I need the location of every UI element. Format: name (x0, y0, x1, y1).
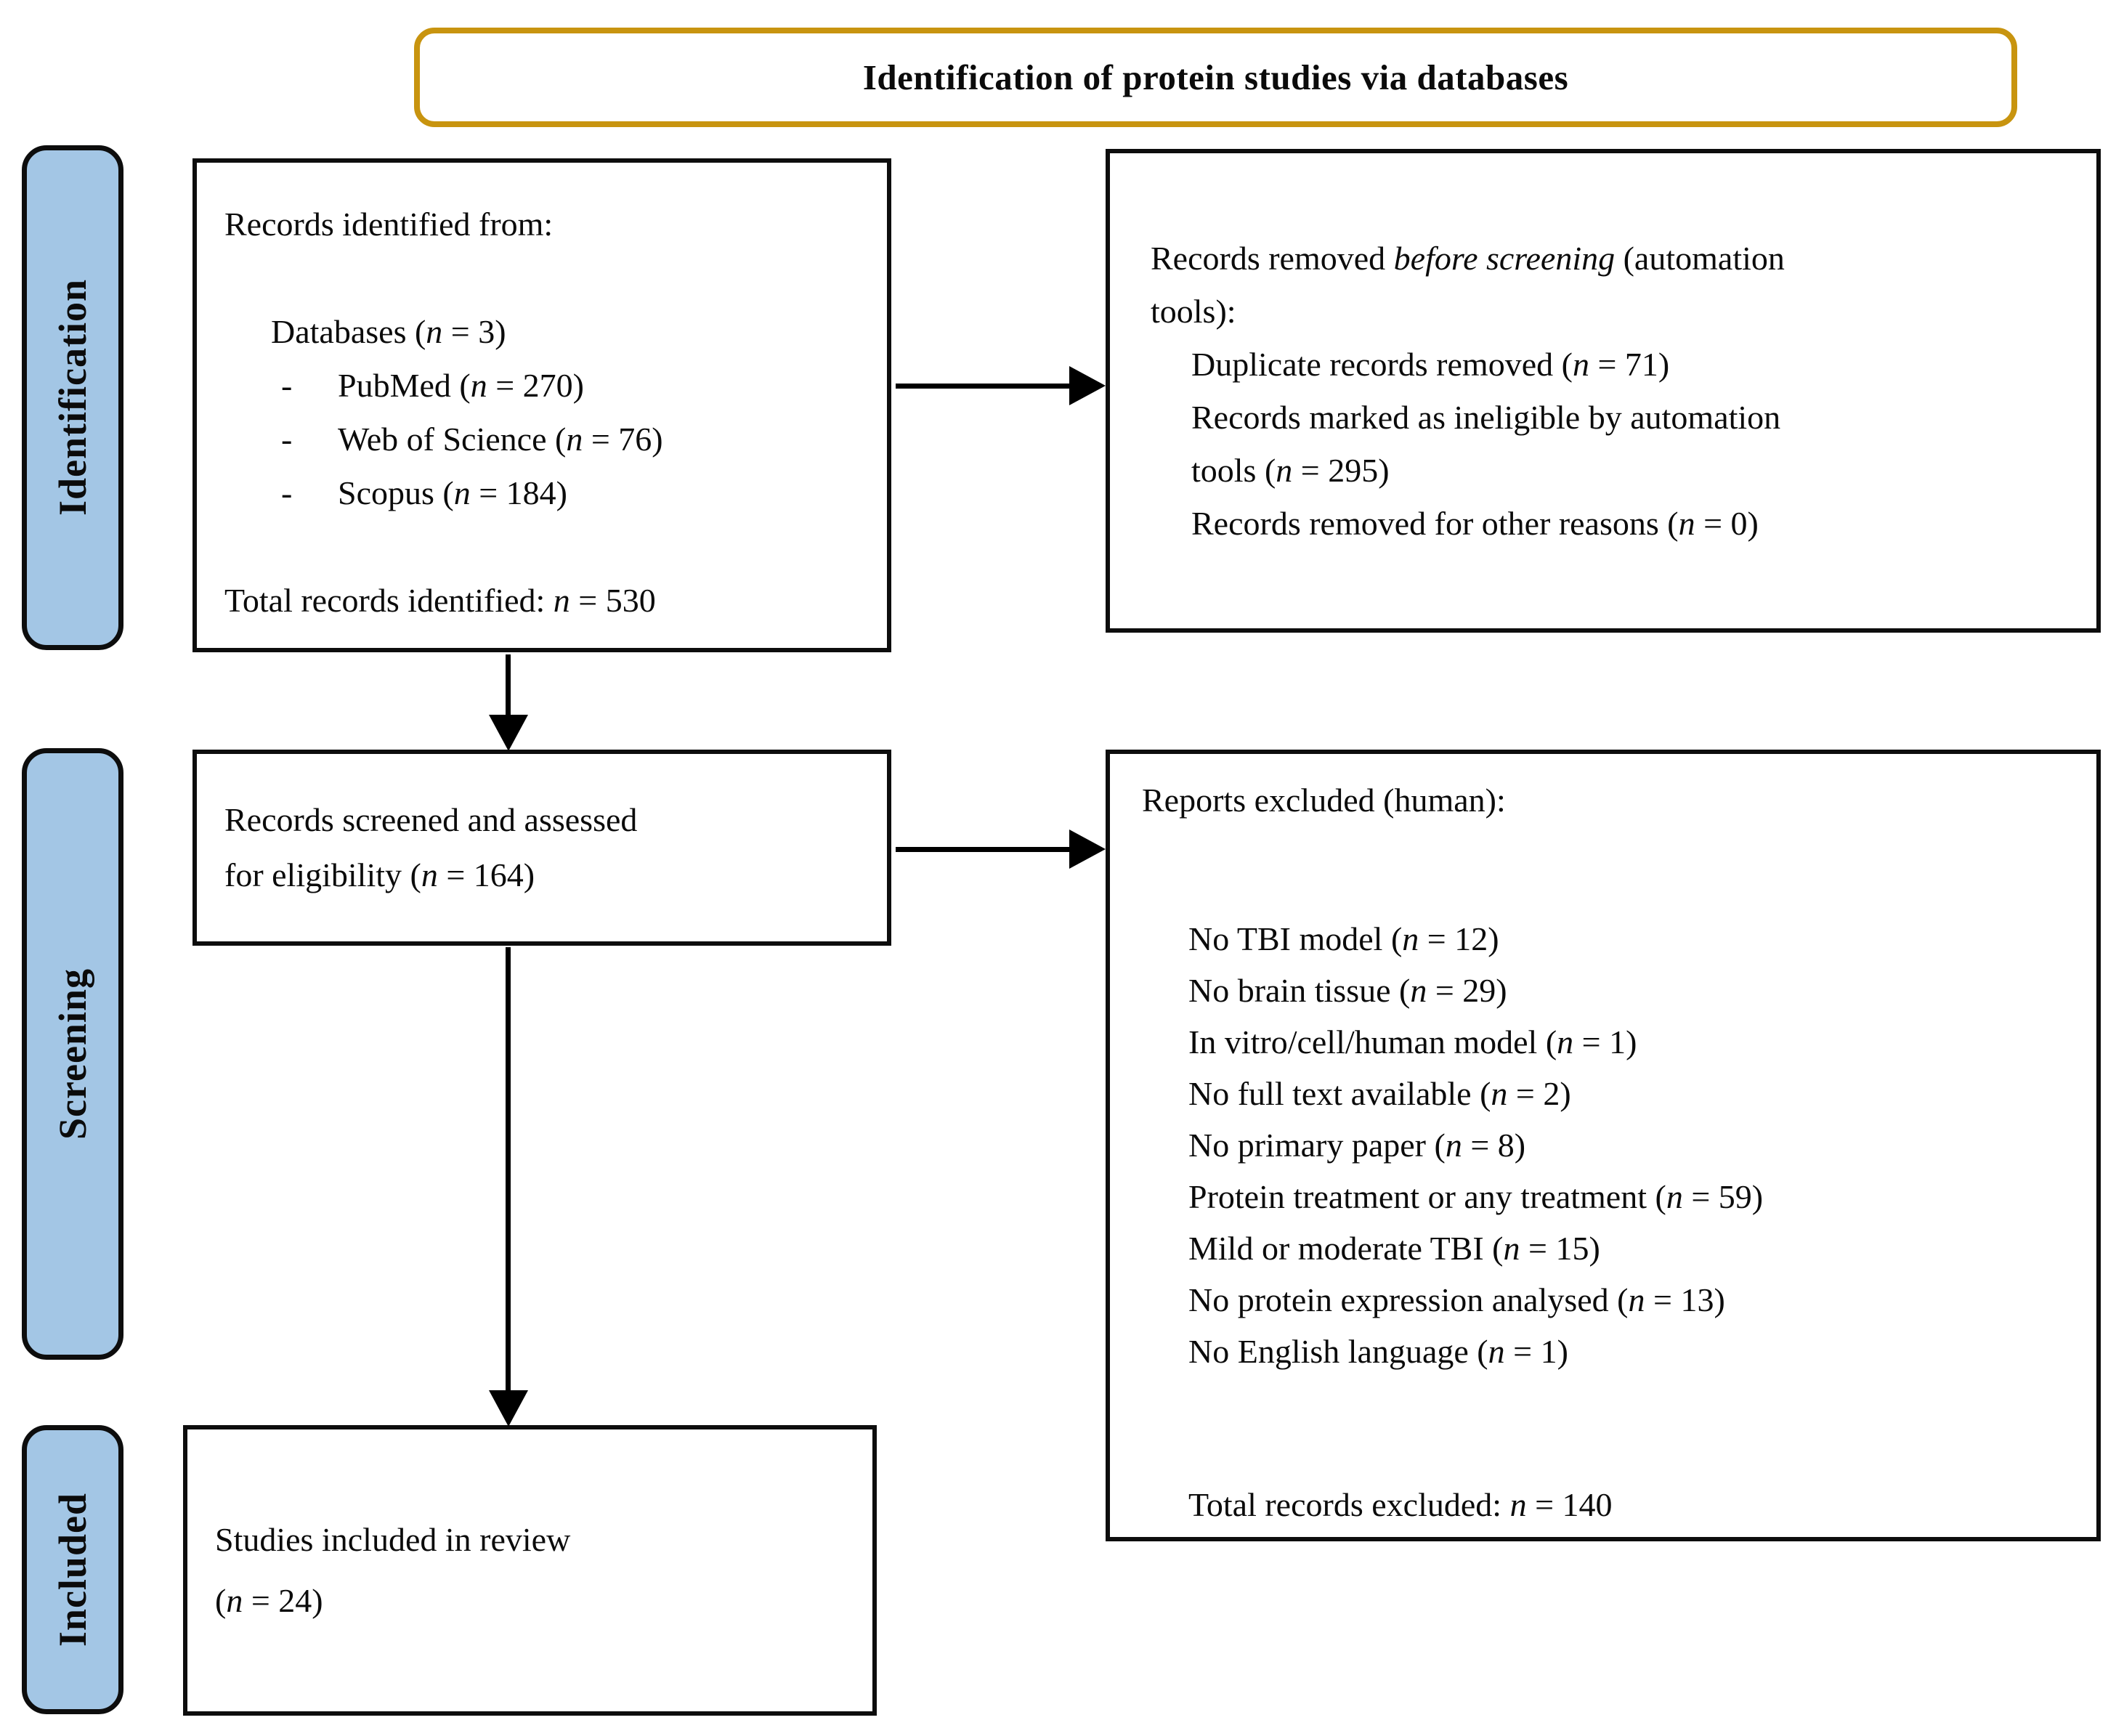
box-studies-included: Studies included in review (n = 24) (183, 1425, 877, 1716)
excluded-no-tbi-model: No TBI model (n = 12) (1188, 920, 1499, 957)
records-removed-heading-line2: tools): (1151, 293, 1236, 330)
removed-ineligible-line1: Records marked as ineligible by automati… (1191, 399, 1781, 436)
studies-included-line1: Studies included in review (215, 1521, 571, 1558)
bullet-dash: - (281, 474, 293, 511)
database-pubmed: PubMed (n = 270) (338, 367, 584, 404)
box-reports-excluded: Reports excluded (human): No TBI model (… (1106, 750, 2101, 1541)
database-item: - Scopus (n = 184) (281, 466, 865, 520)
arrow-identified-to-screened-head (489, 715, 528, 751)
bullet-dash: - (281, 367, 293, 404)
stage-screening-label: Screening (51, 968, 94, 1140)
removed-duplicates: Duplicate records removed (n = 71) (1191, 346, 1670, 383)
arrow-screened-to-excluded-head (1069, 830, 1106, 869)
database-item: - Web of Science (n = 76) (281, 413, 865, 466)
studies-included-line2: (n = 24) (215, 1582, 323, 1619)
box-records-identified: Records identified from: Databases (n = … (192, 158, 891, 652)
excluded-no-english: No English language (n = 1) (1188, 1333, 1568, 1370)
excluded-protein-treatment: Protein treatment or any treatment (n = … (1188, 1178, 1764, 1215)
arrow-screened-to-included-shaft (506, 947, 511, 1393)
databases-line: Databases (n = 3) (271, 313, 506, 350)
stage-screening: Screening (22, 748, 123, 1360)
box-records-screened: Records screened and assessed for eligib… (192, 750, 891, 946)
excluded-mild-moderate-tbi: Mild or moderate TBI (n = 15) (1188, 1230, 1600, 1267)
stage-included: Included (22, 1425, 123, 1714)
stage-included-label: Included (51, 1492, 94, 1647)
excluded-no-protein-expression: No protein expression analysed (n = 13) (1188, 1281, 1725, 1318)
box-records-removed: Records removed before screening (automa… (1106, 149, 2101, 633)
records-screened-line1: Records screened and assessed (224, 801, 638, 838)
records-screened-line2: for eligibility (n = 164) (224, 856, 535, 893)
bullet-dash: - (281, 421, 293, 458)
stage-identification: Identification (22, 145, 123, 650)
banner: Identification of protein studies via da… (414, 28, 2017, 127)
excluded-in-vitro: In vitro/cell/human model (n = 1) (1188, 1023, 1637, 1060)
reports-excluded-heading: Reports excluded (human): (1142, 782, 1506, 819)
removed-ineligible-line2: tools (n = 295) (1191, 452, 1390, 489)
records-removed-heading-line1: Records removed before screening (automa… (1151, 240, 1785, 277)
excluded-no-primary-paper: No primary paper (n = 8) (1188, 1127, 1526, 1164)
excluded-no-brain-tissue: No brain tissue (n = 29) (1188, 972, 1507, 1009)
stage-identification-label: Identification (51, 279, 94, 516)
banner-title: Identification of protein studies via da… (862, 57, 1569, 97)
database-scopus: Scopus (n = 184) (338, 474, 567, 511)
excluded-no-full-text: No full text available (n = 2) (1188, 1075, 1571, 1112)
arrow-identified-to-removed-shaft (896, 384, 1071, 389)
arrow-screened-to-excluded-shaft (896, 847, 1071, 852)
records-identified-total: Total records identified: n = 530 (224, 582, 656, 619)
database-item: - PubMed (n = 270) (281, 359, 865, 413)
database-web-of-science: Web of Science (n = 76) (338, 421, 663, 458)
records-identified-title: Records identified from: (224, 206, 554, 243)
arrow-identified-to-removed-head (1069, 366, 1106, 405)
arrow-identified-to-screened-shaft (506, 654, 511, 718)
removed-other-reasons: Records removed for other reasons (n = 0… (1191, 505, 1759, 542)
reports-excluded-total: Total records excluded: n = 140 (1188, 1486, 1613, 1523)
arrow-screened-to-included-head (489, 1390, 528, 1427)
